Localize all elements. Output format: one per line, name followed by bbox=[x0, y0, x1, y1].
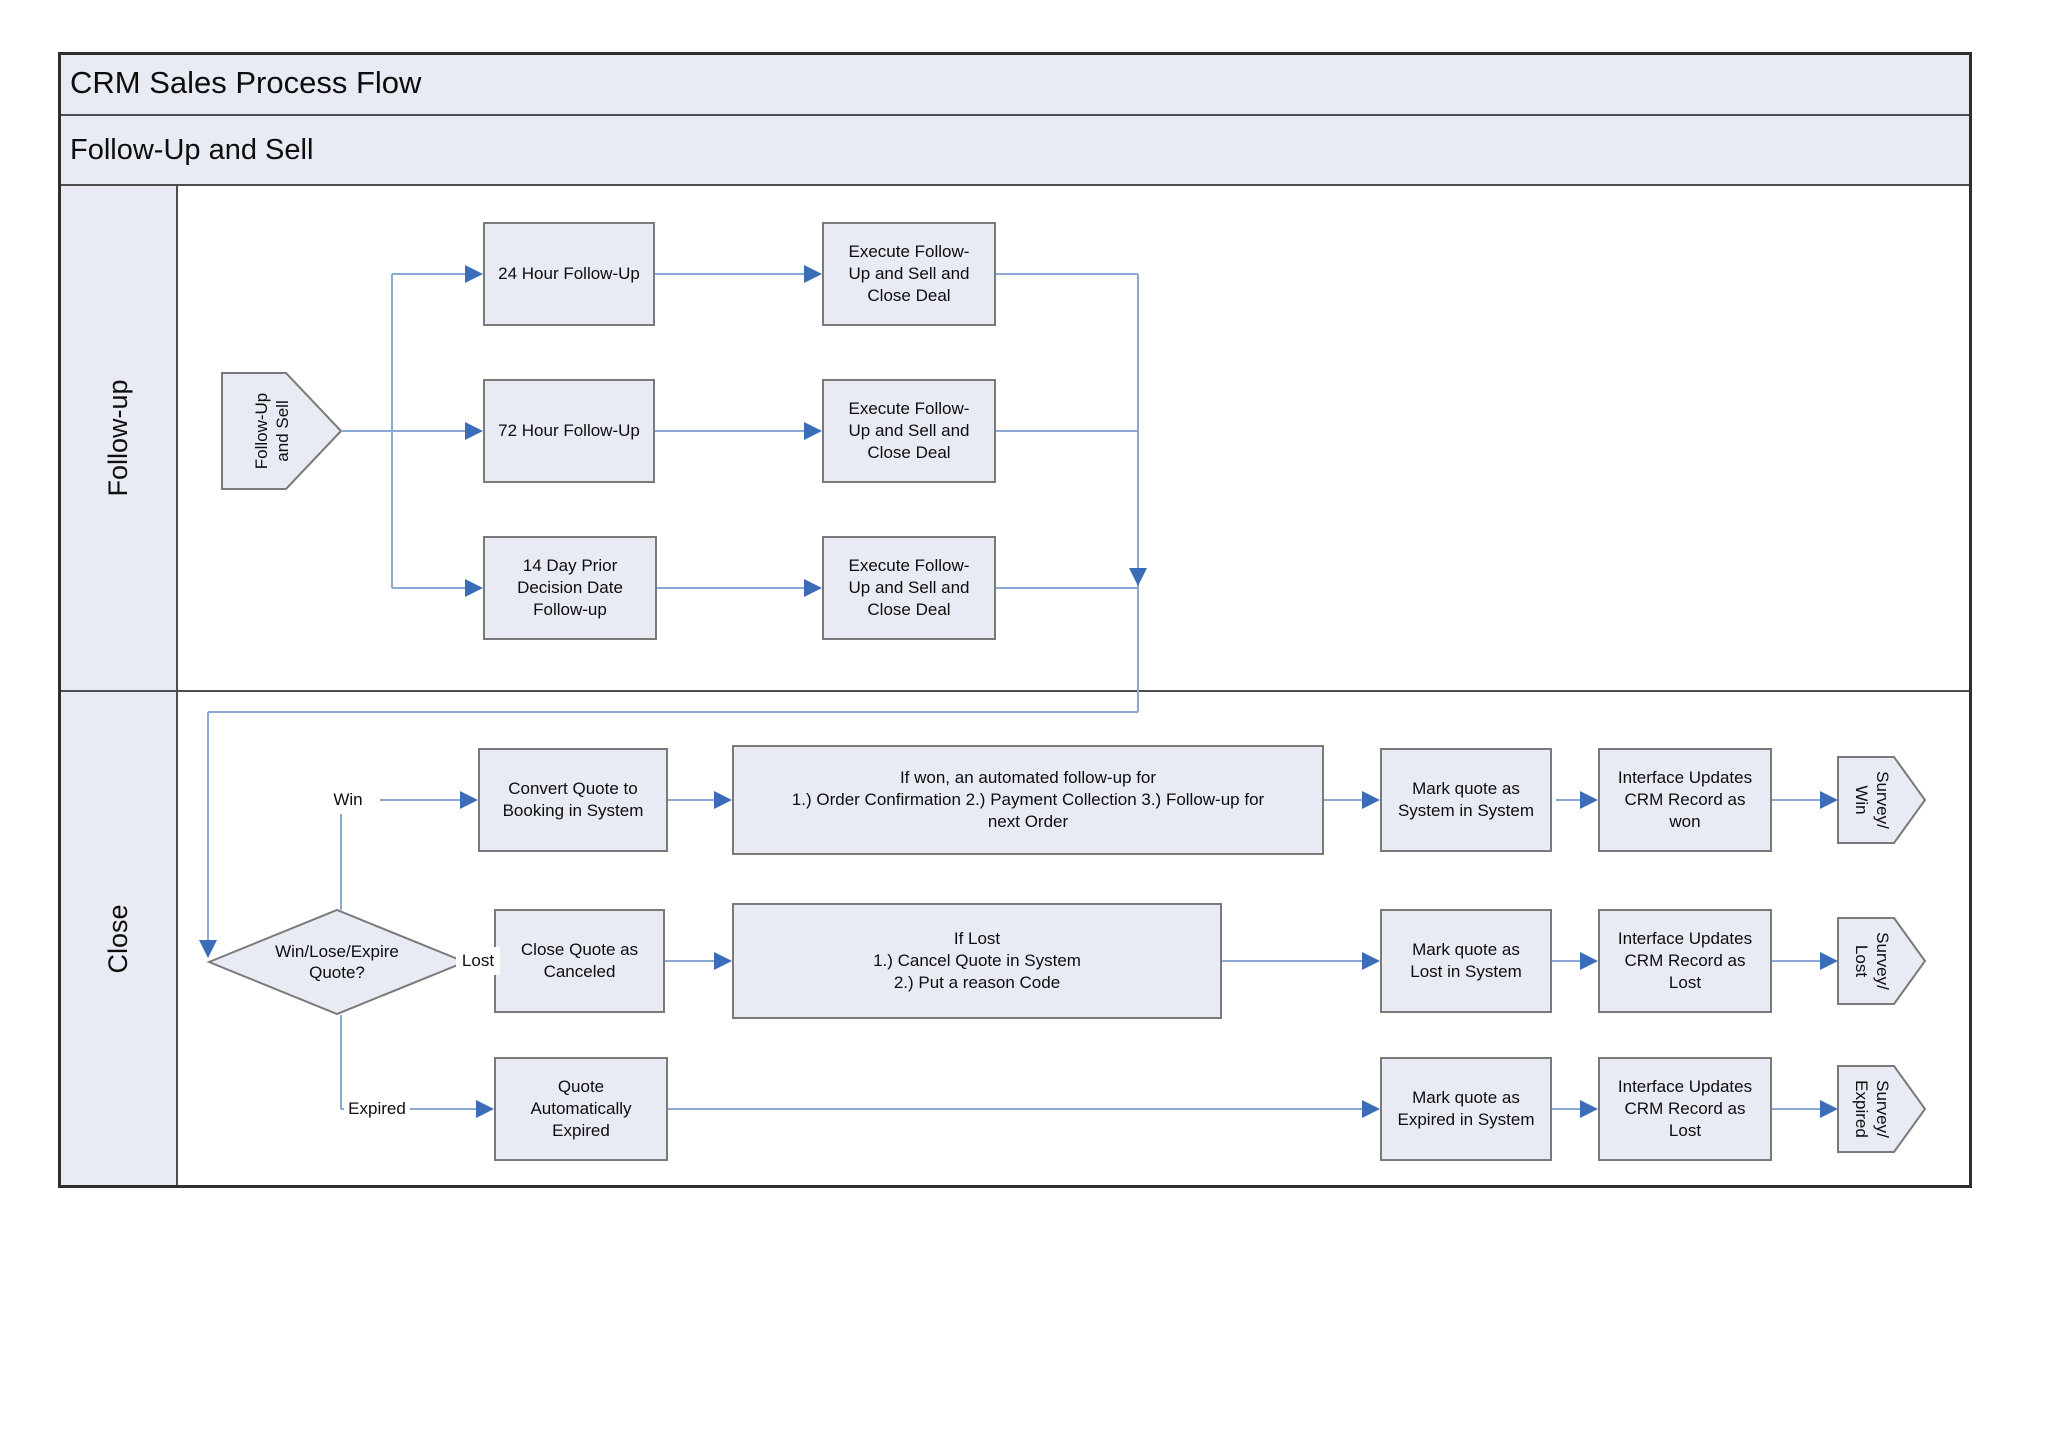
diagram-title-bar: CRM Sales Process Flow bbox=[58, 52, 1972, 116]
process-interface-updates-crm-won: Interface Updates CRM Record as won bbox=[1598, 748, 1772, 852]
page-title: CRM Sales Process Flow bbox=[70, 65, 422, 100]
process-mark-quote-expired: Mark quote as Expired in System bbox=[1380, 1057, 1552, 1161]
process-interface-updates-crm-expired: Interface Updates CRM Record as Lost bbox=[1598, 1057, 1772, 1161]
diagram-subtitle: Follow-Up and Sell bbox=[70, 133, 314, 166]
process-mark-quote-won: Mark quote as System in System bbox=[1380, 748, 1552, 852]
lane-header-followup bbox=[60, 186, 176, 690]
process-72-hour-follow-up: 72 Hour Follow-Up bbox=[483, 379, 655, 483]
lane-header-close bbox=[60, 690, 176, 1188]
process-execute-follow-up-3: Execute Follow- Up and Sell and Close De… bbox=[822, 536, 996, 640]
process-14-day-prior-follow-up: 14 Day Prior Decision Date Follow-up bbox=[483, 536, 657, 640]
process-execute-follow-up-2: Execute Follow- Up and Sell and Close De… bbox=[822, 379, 996, 483]
lane-divider bbox=[58, 690, 1972, 692]
process-mark-quote-lost: Mark quote as Lost in System bbox=[1380, 909, 1552, 1013]
process-won-automated-follow-up: If won, an automated follow-up for 1.) O… bbox=[732, 745, 1324, 855]
process-close-quote-as-canceled: Close Quote as Canceled bbox=[494, 909, 665, 1013]
process-if-lost-cancel-quote: If Lost 1.) Cancel Quote in System 2.) P… bbox=[732, 903, 1222, 1019]
process-quote-automatically-expired: Quote Automatically Expired bbox=[494, 1057, 668, 1161]
lane-header-right-border bbox=[176, 186, 178, 1188]
process-execute-follow-up-1: Execute Follow- Up and Sell and Close De… bbox=[822, 222, 996, 326]
diagram-subtitle-bar: Follow-Up and Sell bbox=[58, 116, 1972, 186]
process-24-hour-follow-up: 24 Hour Follow-Up bbox=[483, 222, 655, 326]
process-convert-quote-to-booking: Convert Quote to Booking in System bbox=[478, 748, 668, 852]
process-interface-updates-crm-lost: Interface Updates CRM Record as Lost bbox=[1598, 909, 1772, 1013]
diagram-outer-border bbox=[58, 52, 1972, 1188]
